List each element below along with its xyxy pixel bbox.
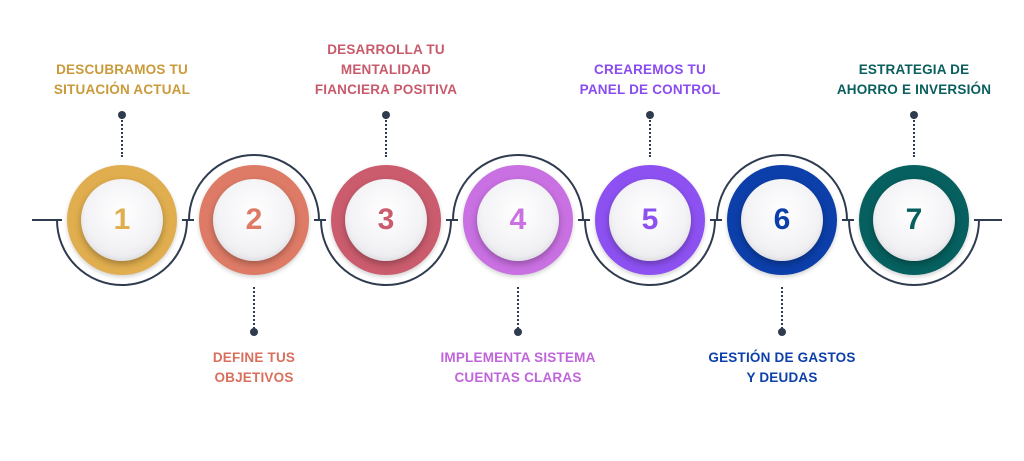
- step-number: 1: [113, 203, 131, 236]
- step-connector-dot: [118, 111, 126, 119]
- step-connector: [781, 287, 783, 329]
- step-ring: 3: [331, 165, 441, 275]
- step-number: 4: [509, 203, 527, 236]
- step-connector-dot: [514, 328, 522, 336]
- step-number: 6: [773, 203, 791, 236]
- step-disc: 4: [477, 179, 559, 261]
- step-label: IMPLEMENTA SISTEMA CUENTAS CLARAS: [440, 350, 596, 385]
- step-number: 3: [377, 203, 395, 236]
- step-disc: 5: [609, 179, 691, 261]
- step-disc: 3: [345, 179, 427, 261]
- step-connector-dot: [646, 111, 654, 119]
- step-connector-dot: [910, 111, 918, 119]
- step-ring: 1: [67, 165, 177, 275]
- step-disc: 7: [873, 179, 955, 261]
- step-ring: 4: [463, 165, 573, 275]
- step-label: ESTRATEGIA DE AHORRO E INVERSIÓN: [836, 62, 992, 97]
- step-connector: [121, 117, 123, 157]
- step-number: 5: [641, 203, 659, 236]
- step-connector: [517, 287, 519, 329]
- step-label: DESCUBRAMOS TU SITUACIÓN ACTUAL: [53, 62, 191, 97]
- step-connector: [913, 117, 915, 157]
- step-connector-dot: [778, 328, 786, 336]
- step-ring: 6: [727, 165, 837, 275]
- step-label: DEFINE TUS OBJETIVOS: [212, 350, 296, 385]
- step-disc: 1: [81, 179, 163, 261]
- step-connector: [253, 287, 255, 329]
- step-ring: 5: [595, 165, 705, 275]
- step-connector: [649, 117, 651, 157]
- step-number: 2: [245, 203, 263, 236]
- step-connector-dot: [250, 328, 258, 336]
- step-label: DESARROLLA TU MENTALIDAD FIANCIERA POSIT…: [314, 42, 458, 97]
- step-ring: 7: [859, 165, 969, 275]
- step-connector-dot: [382, 111, 390, 119]
- step-disc: 6: [741, 179, 823, 261]
- step-label: GESTIÓN DE GASTOS Y DEUDAS: [708, 350, 856, 385]
- step-ring: 2: [199, 165, 309, 275]
- step-label: CREAREMOS TU PANEL DE CONTROL: [579, 62, 721, 97]
- step-connector: [385, 117, 387, 157]
- step-number: 7: [905, 203, 923, 236]
- step-disc: 2: [213, 179, 295, 261]
